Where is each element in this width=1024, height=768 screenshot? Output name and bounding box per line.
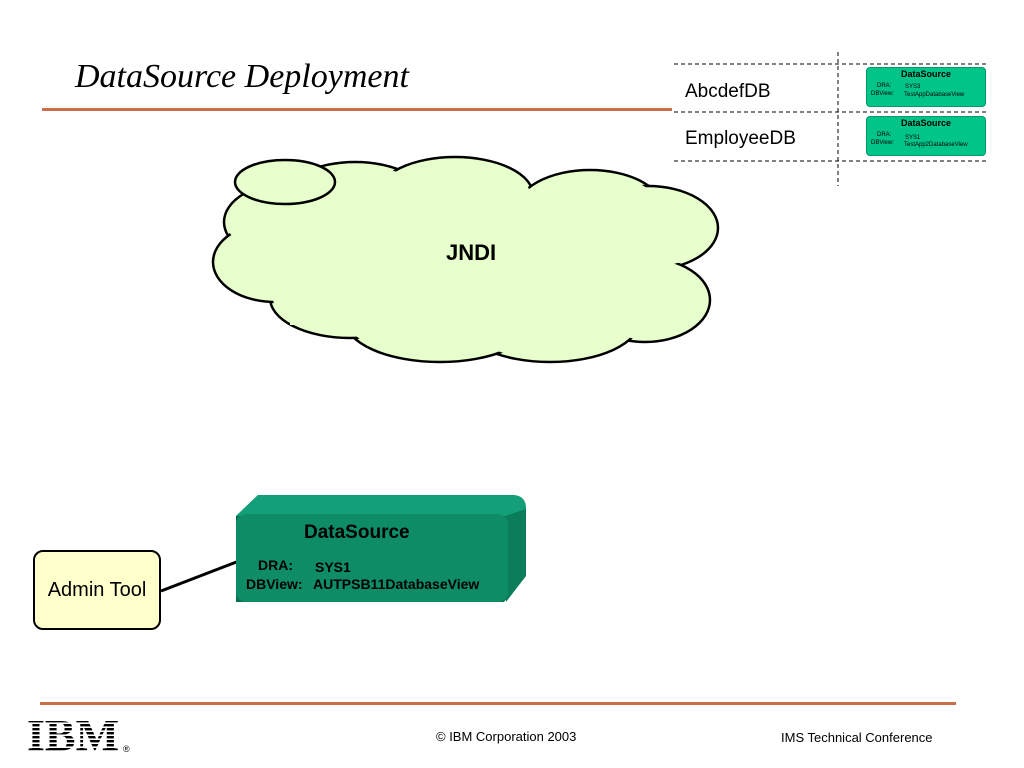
mini-datasource-abcdefdb: DataSource DRA: SYS3 DBView: TestAppData… xyxy=(866,67,986,107)
datasource-dra-value: SYS1 xyxy=(315,559,351,575)
datasource-dbview-label: DBView: xyxy=(246,576,303,592)
mini-dbview-label: DBView: xyxy=(871,140,894,146)
mini-dra-label: DRA: xyxy=(877,83,892,89)
mini-datasource-title: DataSource xyxy=(900,118,952,128)
slide-title: DataSource Deployment xyxy=(75,58,409,95)
datasource-title: DataSource xyxy=(304,522,410,543)
jndi-table-lines xyxy=(674,52,986,186)
connector-line xyxy=(160,559,240,593)
footer-divider xyxy=(40,702,956,705)
admin-tool-box[interactable]: Admin Tool xyxy=(33,550,161,630)
mini-dbview-label: DBView: xyxy=(871,91,894,97)
mini-dra-label: DRA: xyxy=(877,132,892,138)
title-divider xyxy=(42,108,672,111)
datasource-box xyxy=(236,495,526,602)
ibm-logo-graphic: IBM ® xyxy=(27,711,130,760)
table-row-name-employeedb: EmployeeDB xyxy=(685,128,796,149)
mini-dra-value: SYS1 xyxy=(905,135,921,141)
svg-text:®: ® xyxy=(123,744,130,754)
mini-dra-value: SYS3 xyxy=(905,84,921,90)
datasource-dbview-value: AUTPSB11DatabaseView xyxy=(313,576,480,592)
mini-datasource-title: DataSource xyxy=(900,69,952,79)
cloud-label: JNDI xyxy=(446,240,497,265)
table-row-name-abcdefdb: AbcdefDB xyxy=(685,81,771,102)
conference-name: IMS Technical Conference xyxy=(781,730,933,745)
mini-datasource-employeedb: DataSource DRA: SYS1 DBView: TestApp2Dat… xyxy=(866,116,986,156)
ibm-logo: IBM ® xyxy=(27,711,137,761)
datasource-dra-label: DRA: xyxy=(258,557,293,573)
ibm-logo-text: IBM xyxy=(27,716,119,756)
copyright-text: © IBM Corporation 2003 xyxy=(436,729,577,744)
mini-dbview-value: TestApp2DatabaseView xyxy=(904,142,968,148)
mini-dbview-value: TestAppDatabaseView xyxy=(904,92,965,98)
jndi-cloud xyxy=(211,155,720,364)
